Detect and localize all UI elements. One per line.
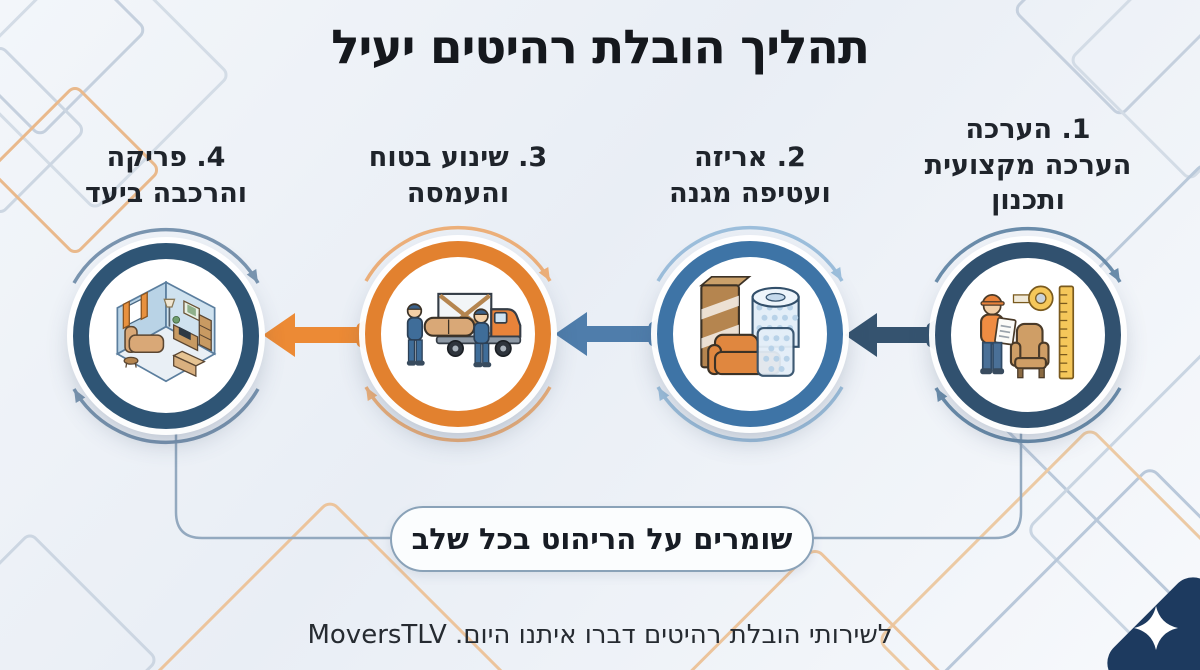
sparkle-icon — [1134, 606, 1178, 650]
step-4-circle — [73, 243, 259, 429]
step-1-label: 1. הערכה הערכה מקצועית ותכנון — [924, 114, 1132, 217]
step-2-circle — [657, 241, 843, 427]
banner-connector-lines — [174, 432, 1023, 540]
footer-text: לשירותי הובלת רהיטים דברו איתנו היום. Mo… — [307, 620, 893, 650]
corner-brand-diamond — [1107, 577, 1200, 670]
step-3-label: 3. שינוע בטוח והעמסה — [368, 142, 548, 209]
bubble-wrap-packing-icon — [699, 275, 800, 377]
furnished-room-icon — [115, 280, 217, 383]
page-title: תהליך הובלת רהיטים יעיל — [331, 20, 870, 75]
step-1-circle — [935, 242, 1121, 428]
step-4-label: 4. פריקה והרכבה ביעד — [84, 142, 248, 209]
step-2-label: 2. אריזה ועטיפה מגנה — [669, 142, 831, 209]
truck-loading-icon — [406, 292, 522, 368]
banner-pill: שומרים על הריהוט בכל שלב — [390, 506, 814, 572]
surveyor-assessment-icon — [980, 285, 1075, 380]
step-3-circle — [365, 241, 551, 427]
ring-rotation-arcs — [72, 225, 1122, 445]
